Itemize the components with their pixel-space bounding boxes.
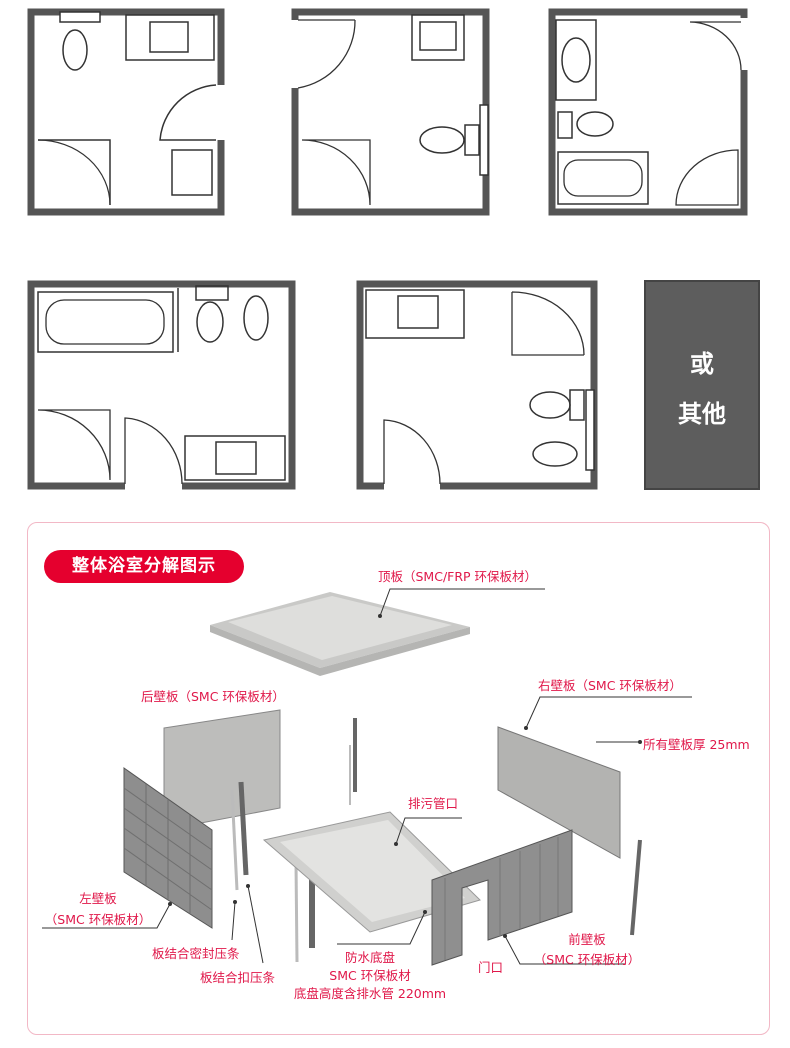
- label-base-1: 防水底盘: [344, 950, 395, 965]
- diagram-title: 整体浴室分解图示: [44, 550, 244, 583]
- other-line1: 或: [690, 350, 714, 378]
- label-drain: 排污管口: [408, 796, 459, 811]
- label-left-wall-2: （SMC 环保板材）: [44, 912, 152, 927]
- label-base-2: SMC 环保板材: [329, 968, 411, 983]
- other-line2: 其他: [678, 400, 726, 428]
- label-back-wall: 后壁板（SMC 环保板材）: [141, 689, 285, 704]
- right-wall-panel: [497, 726, 621, 859]
- label-left-wall-1: 左壁板: [79, 891, 117, 906]
- floor-plan-1: [27, 8, 225, 216]
- floor-plan-4: [27, 280, 296, 490]
- label-front-wall-2: （SMC 环保板材）: [533, 952, 641, 967]
- floor-plans: [27, 8, 748, 490]
- label-base-3: 底盘高度含排水管 220mm: [293, 986, 447, 1001]
- label-base: 防水底盘 SMC 环保板材 底盘高度含排水管 220mm: [280, 949, 460, 1003]
- other-layouts-box: 或 其他: [644, 280, 760, 490]
- base-tray: [262, 811, 481, 933]
- label-left-wall: 左壁板 （SMC 环保板材）: [38, 888, 158, 928]
- floor-plan-2: [291, 8, 490, 216]
- label-seal-strip: 板结合密封压条: [152, 946, 240, 961]
- label-thickness: 所有壁板厚 25mm: [643, 737, 750, 752]
- label-clip-strip: 板结合扣压条: [200, 970, 276, 985]
- exploded-diagram-panel: [27, 522, 770, 1035]
- floor-plan-5: [356, 280, 598, 490]
- floor-plan-3: [548, 8, 748, 216]
- ceiling-panel: [210, 592, 470, 676]
- label-right-wall: 右壁板（SMC 环保板材）: [538, 678, 682, 693]
- label-front-wall-1: 前壁板: [568, 932, 606, 947]
- left-wall-panel: [123, 767, 213, 929]
- label-door: 门口: [478, 960, 504, 975]
- label-front-wall: 前壁板 （SMC 环保板材）: [522, 930, 652, 970]
- label-ceiling: 顶板（SMC/FRP 环保板材）: [378, 569, 538, 584]
- front-wall-panel: [431, 829, 573, 966]
